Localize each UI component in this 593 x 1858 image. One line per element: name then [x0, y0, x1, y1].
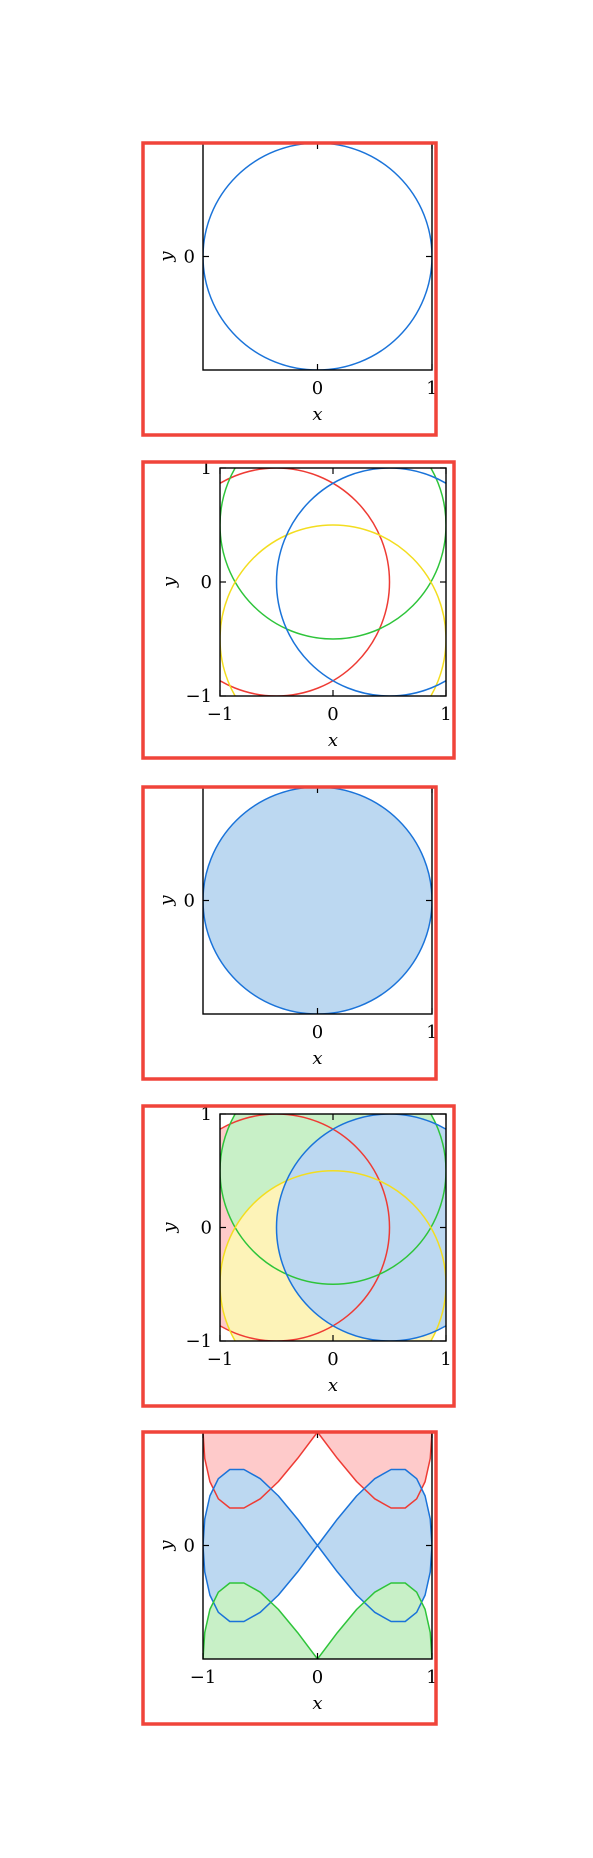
series-line-red — [220, 468, 391, 696]
x-axis-label: x — [312, 1693, 322, 1714]
x-axis-label: x — [312, 404, 322, 425]
series-line-yellow — [220, 524, 446, 696]
x-tick-label: −1 — [190, 1667, 217, 1688]
x-axis-label: x — [328, 1375, 338, 1396]
series-fill-blue — [203, 787, 432, 1014]
x-tick-label: −1 — [207, 704, 234, 725]
highlight-frame — [141, 1104, 456, 1408]
highlight-frame — [141, 460, 456, 760]
axes-box — [219, 467, 447, 697]
x-tick-label: −1 — [207, 1349, 234, 1370]
x-tick-label: 1 — [426, 378, 437, 399]
y-tick-label: −1 — [185, 1331, 212, 1352]
y-tick-label: −1 — [185, 686, 212, 707]
y-tick-label: 0 — [201, 1218, 212, 1239]
y-axis-label: y — [156, 251, 177, 263]
highlight-frame — [141, 785, 438, 1081]
x-tick-label: 0 — [312, 1022, 323, 1043]
x-tick-label: 0 — [312, 1667, 323, 1688]
x-tick-label: 0 — [327, 704, 338, 725]
y-tick-label: 0 — [184, 247, 195, 268]
y-axis-label: y — [156, 895, 177, 907]
x-tick-label: 1 — [426, 1022, 437, 1043]
series-line-red — [220, 1114, 391, 1341]
plot-area — [220, 468, 446, 696]
y-tick-label: 1 — [201, 1104, 212, 1125]
x-tick-label: 0 — [312, 378, 323, 399]
series-fill-green — [203, 1582, 432, 1659]
chart-panel-2: −1 0 1 −1 0 1 x y — [141, 458, 456, 760]
series-line-green — [220, 468, 446, 640]
chart-panel-4: −1 0 1 −1 0 1 x y — [141, 1104, 456, 1408]
y-tick-label: 1 — [201, 458, 212, 479]
series-line-blue — [203, 143, 432, 370]
plot-area — [220, 1114, 446, 1341]
y-tick-label: 0 — [184, 1536, 195, 1557]
x-axis-label: x — [328, 730, 338, 751]
x-axis-label: x — [312, 1048, 322, 1069]
series-line-blue — [275, 1114, 446, 1341]
x-tick-label: 1 — [440, 704, 451, 725]
y-axis-label: y — [156, 1540, 177, 1552]
series-fill-blue — [276, 1114, 446, 1341]
plot-area — [203, 1432, 432, 1659]
x-tick-label: 1 — [440, 1349, 451, 1370]
series-line-green — [220, 1114, 446, 1285]
y-tick-label: 0 — [184, 891, 195, 912]
highlight-frame — [141, 1430, 438, 1726]
highlight-frame — [141, 141, 438, 437]
series-line-blue — [275, 468, 446, 696]
chart-panel-1: 0 1 0 x y — [141, 141, 438, 437]
y-axis-label: y — [159, 576, 180, 588]
chart-panel-5: −1 0 1 0 x y — [141, 1430, 438, 1726]
plot-area — [203, 143, 432, 370]
y-tick-label: 0 — [201, 572, 212, 593]
series-line-blue — [203, 1468, 432, 1623]
plot-area — [203, 787, 432, 1014]
chart-panel-3: 0 1 0 x y — [141, 785, 438, 1081]
series-line-green — [203, 1582, 432, 1659]
x-tick-label: 1 — [426, 1667, 437, 1688]
series-line-red — [203, 1432, 432, 1509]
x-tick-label: 0 — [327, 1349, 338, 1370]
axes-box — [202, 142, 433, 371]
series-line-yellow — [220, 1170, 446, 1341]
y-axis-label: y — [159, 1222, 180, 1234]
